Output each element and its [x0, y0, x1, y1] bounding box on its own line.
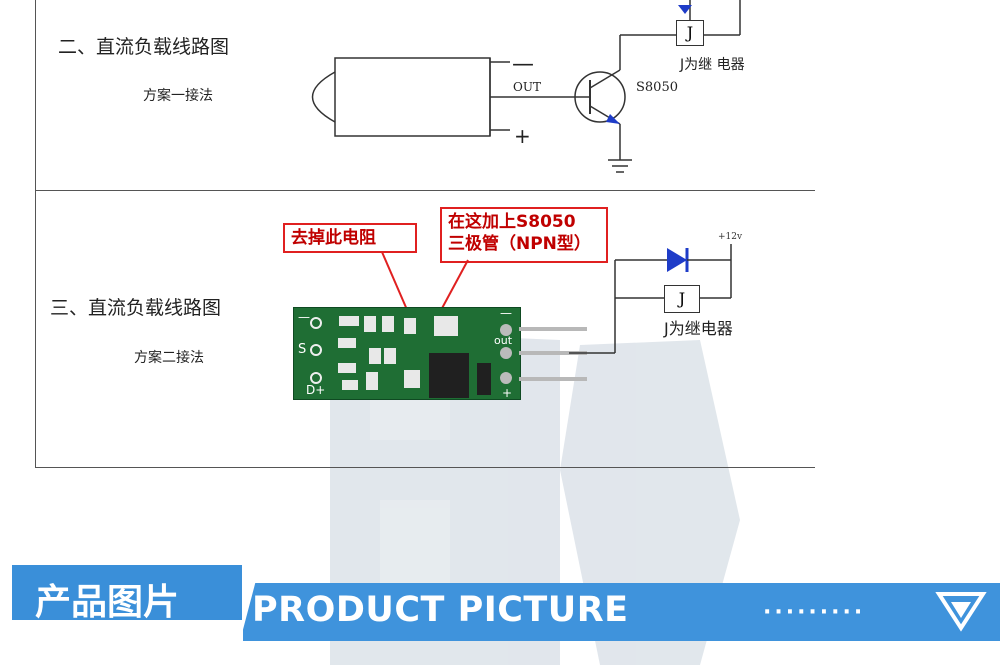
section2-transistor-label: S8050	[636, 80, 678, 95]
pcb-components	[310, 316, 512, 398]
section2-relay: J	[676, 20, 704, 46]
pcb-pin-plus: +	[502, 386, 513, 400]
pcb-left-minus: —	[298, 310, 310, 324]
banner-cn-title: 产品图片	[35, 582, 180, 623]
section2-out-label: OUT	[513, 80, 541, 94]
section3-title: 三、直流负载线路图	[50, 297, 222, 319]
section3-circuit	[519, 244, 732, 381]
section3-relay-caption: J为继电器	[664, 319, 733, 338]
section2-circuit	[311, 0, 741, 173]
triangle-down-icon	[935, 592, 987, 632]
callout-add-transistor-line1: 在这加上S8050	[448, 212, 576, 232]
callout-remove-resistor: 去掉此电阻	[283, 223, 417, 253]
callout-arrows	[381, 251, 469, 313]
pcb-left-dplus: D+	[306, 383, 326, 397]
section3-voltage: +12v	[718, 232, 743, 242]
banner-dots: ·········	[763, 600, 866, 625]
frame-bottom-line	[35, 467, 815, 468]
section3-relay: J	[664, 285, 700, 313]
banner-cn-tab	[12, 565, 242, 620]
section2-plus: +	[514, 124, 531, 148]
section2-relay-caption: J为继 电器	[680, 57, 745, 73]
callout-add-transistor-line2: 三极管（NPN型）	[448, 234, 591, 254]
section2-minus: —	[512, 52, 534, 77]
banner-en-title: PRODUCT PICTURE	[252, 590, 629, 630]
frame-left-line	[35, 0, 36, 467]
pcb-module: — S D+ — out +	[293, 306, 521, 400]
banner-bar	[243, 583, 1000, 641]
pcb-pin-out: out	[494, 334, 513, 347]
pcb-left-s: S	[298, 342, 307, 357]
section2-method: 方案一接法	[143, 88, 213, 104]
section2-title: 二、直流负载线路图	[58, 36, 230, 58]
section3-method: 方案二接法	[134, 350, 204, 366]
callout-add-transistor: 在这加上S8050 三极管（NPN型）	[440, 207, 608, 263]
pcb-pin-minus: —	[500, 306, 512, 320]
section-divider	[35, 190, 815, 191]
